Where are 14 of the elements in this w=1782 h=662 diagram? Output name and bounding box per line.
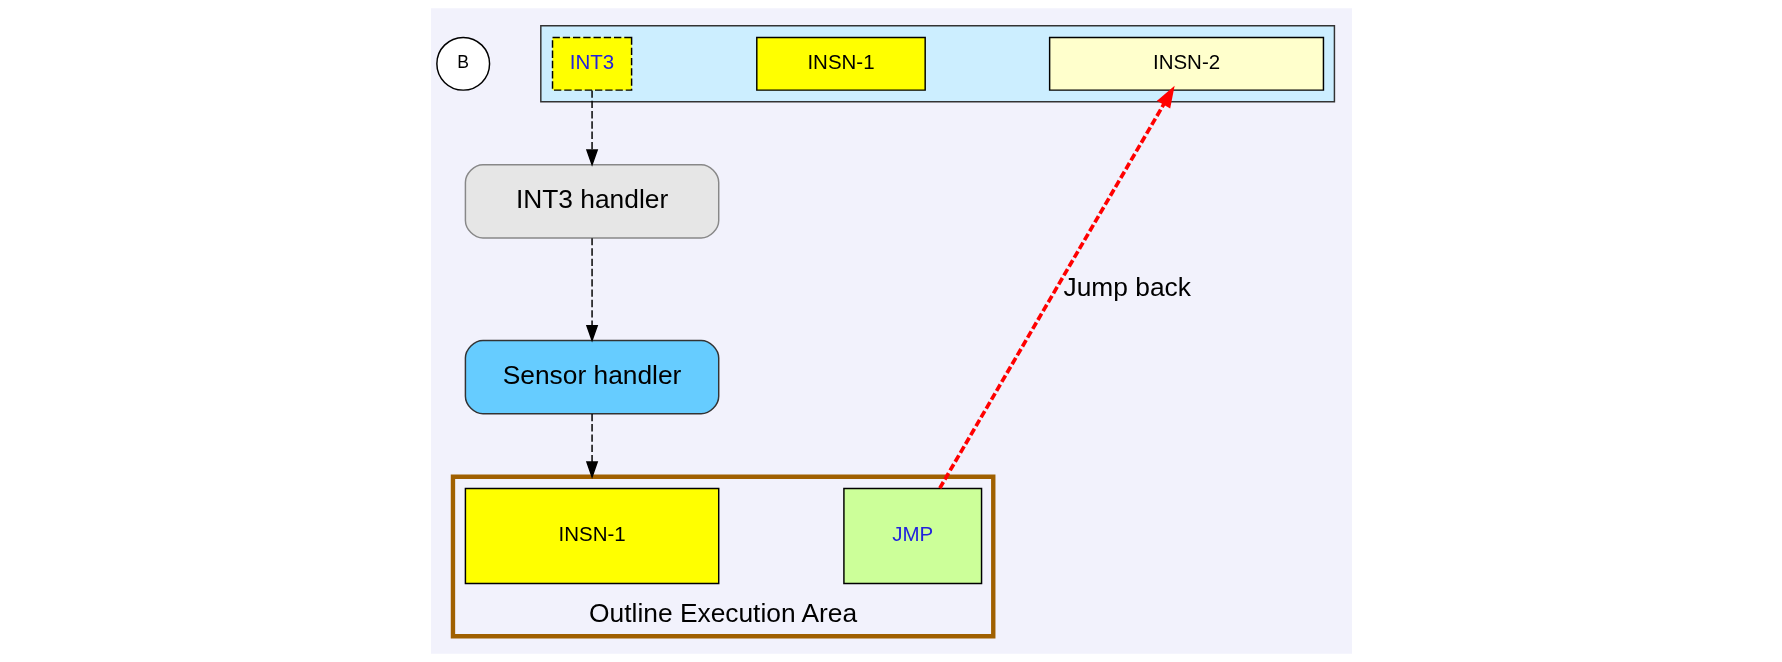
node-box: JMP — [842, 487, 982, 585]
node-box: INSN-1 — [755, 36, 926, 91]
arrow — [585, 413, 598, 479]
node-box: INT3 — [551, 36, 632, 91]
cluster — [539, 25, 1335, 103]
node-box: INSN-2 — [1048, 36, 1324, 91]
arrow — [585, 237, 598, 343]
node-box: INSN-1 — [464, 487, 719, 585]
arrow — [585, 89, 598, 167]
node-box: INT3 handler — [464, 164, 719, 239]
edge-label: Jump back — [1063, 271, 1191, 302]
node-circle: B — [435, 36, 490, 91]
arrow — [937, 85, 1175, 489]
node-box: Sensor handler — [464, 339, 719, 415]
